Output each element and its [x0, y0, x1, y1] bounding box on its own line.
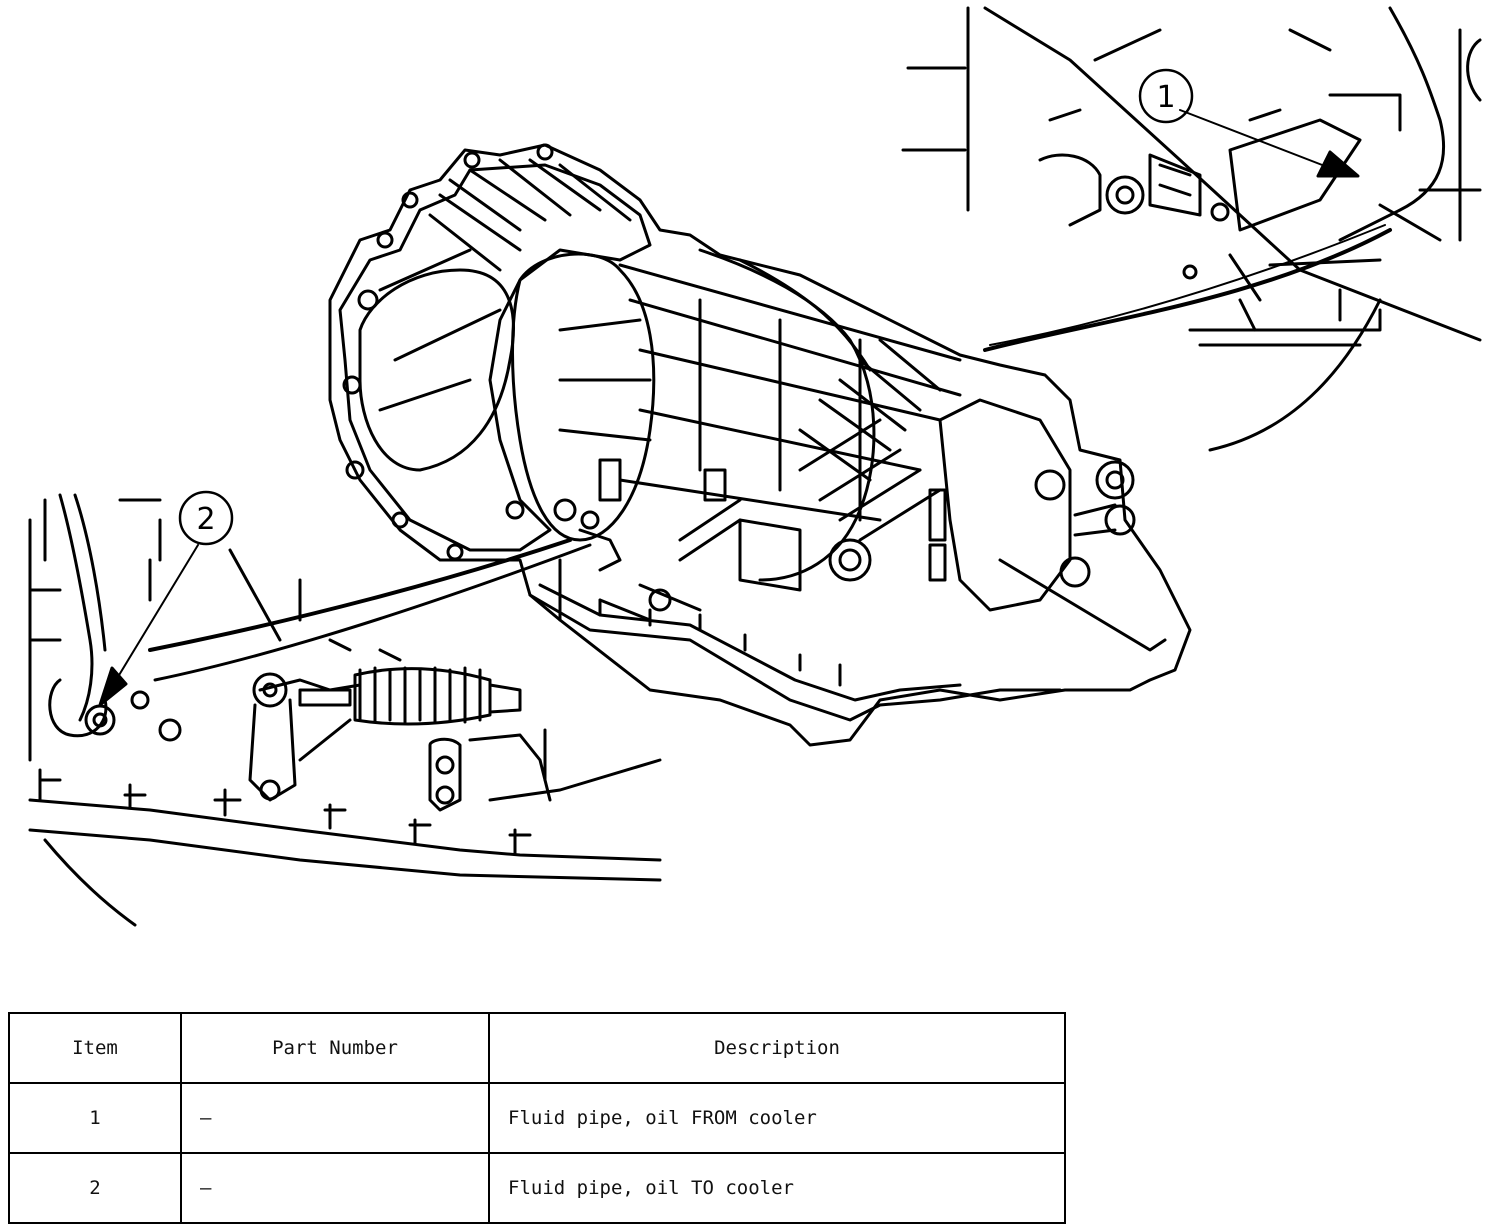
cell-description: Fluid pipe, oil TO cooler — [488, 1152, 1066, 1224]
cell-part-number: — — [180, 1152, 490, 1224]
detail-view-bottom-left — [28, 493, 662, 927]
transmission-body — [328, 143, 1192, 747]
callout-2-label: 2 — [196, 502, 215, 537]
callout-1-label: 1 — [1156, 80, 1175, 115]
header-description: Description — [488, 1012, 1066, 1084]
header-item: Item — [8, 1012, 182, 1084]
cell-description: Fluid pipe, oil FROM cooler — [488, 1082, 1066, 1154]
transmission-illustration: 1 2 — [28, 6, 1482, 927]
detail-view-top-right — [901, 6, 1482, 452]
cell-item: 2 — [8, 1152, 182, 1224]
parts-table: Item Part Number Description 1 — Fluid p… — [8, 1012, 1066, 1224]
header-part-number: Part Number — [180, 1012, 490, 1084]
cell-part-number: — — [180, 1082, 490, 1154]
table-header-row: Item Part Number Description — [8, 1012, 1066, 1084]
table-row: 1 — Fluid pipe, oil FROM cooler — [8, 1082, 1066, 1154]
table-row: 2 — Fluid pipe, oil TO cooler — [8, 1152, 1066, 1224]
callout-2: 2 — [178, 490, 234, 546]
callout-1: 1 — [1138, 68, 1194, 124]
cell-item: 1 — [8, 1082, 182, 1154]
